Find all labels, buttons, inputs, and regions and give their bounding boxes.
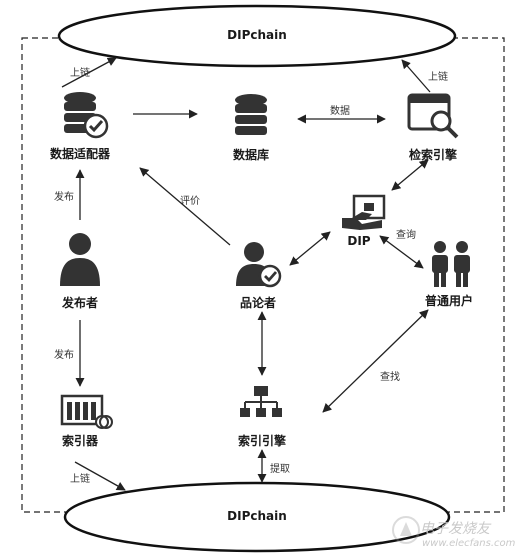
indexer-icon [60,394,113,429]
node-dip: DIP [347,234,371,248]
edge-label-query: 查询 [396,230,416,241]
arrow-search-to-chain [401,59,431,93]
arrow-indexer-to-chain [74,461,126,491]
edge-label-data: 数据 [330,106,350,117]
watermark-logo [392,516,420,544]
arrow-search-dip [391,159,429,191]
search-window-icon [407,93,459,139]
node-publisher: 发布者 [61,296,99,310]
arrows [61,57,431,491]
node-database: 数据库 [232,148,270,162]
person-icon [60,233,100,286]
edge-label-find: 查找 [380,372,400,383]
arrow-dip-reviewer [289,231,331,266]
arrow-adapter-to-chain [61,57,117,88]
hand-screen-icon [342,194,386,230]
database-icon [235,94,267,135]
chain-top-ellipse [57,4,457,68]
database-check-icon [64,92,109,139]
person-check-icon [236,242,282,288]
edge-label-uplink-adapter: 上链 [70,68,90,79]
arrow-dip-user [379,235,424,269]
watermark-text: 电子发烧友 [420,521,490,537]
node-data-adapter: 数据适配器 [49,147,111,161]
arrow-user-indexengine [322,309,429,413]
node-search-engine: 检索引擎 [408,148,458,162]
edge-label-publish-indexer: 发布 [54,350,74,361]
edge-label-publish-adapter: 发布 [54,192,74,203]
chain-top-label: DIPchain [227,28,287,42]
node-index-engine: 索引引擎 [237,434,287,448]
edge-label-review: 评价 [180,196,200,207]
chain-bottom-ellipse [63,481,451,553]
node-indexer: 索引器 [61,434,99,448]
edge-label-uplink-search: 上链 [428,72,448,83]
chain-bottom-label: DIPchain [227,509,287,523]
watermark-url: www.elecfans.com [422,538,516,549]
node-reviewer: 品论者 [239,296,277,310]
users-icon [432,241,470,287]
edge-label-extract: 提取 [270,464,290,475]
arrow-reviewer-to-adapter [139,167,231,246]
hierarchy-icon [240,386,282,417]
edge-label-uplink-indexer: 上链 [70,474,90,485]
node-normal-user: 普通用户 [424,294,474,308]
